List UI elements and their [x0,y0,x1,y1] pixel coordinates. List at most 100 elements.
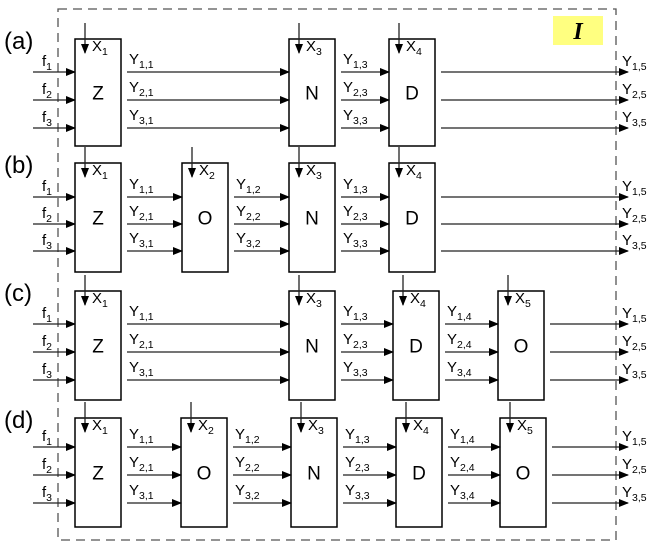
block-n: NX3 [288,23,336,147]
control-label-main: X [308,417,318,434]
signal-label-main: Y [129,79,139,96]
signal-label: Y3,2 [236,230,261,250]
signal-label-subscript: 3,1 [139,115,154,127]
signal-label-subscript: 1,2 [245,434,260,446]
signal-label: Y3,3 [343,230,368,250]
signal-label-subscript: 2,4 [460,462,475,474]
signal-label-main: Y [129,359,139,376]
signal-label-main: Y [129,331,139,348]
signal-label: Y1,3 [343,303,368,323]
block-box [74,162,122,273]
block-box [388,162,436,273]
signal-label-main: Y [345,454,355,471]
input-label-main: f [42,109,47,126]
block-z: ZX1 [74,23,122,147]
signal-label-subscript: 2,1 [139,87,154,99]
signal-label-main: Y [129,230,139,247]
control-label-subscript: 2 [209,170,215,182]
row-b: (b)f1f2f3ZX1OX2NX3DX4Y1,1Y2,1Y3,1Y1,2Y2,… [4,147,647,273]
signal-label: Y1,3 [343,51,368,71]
block-n: NX3 [288,147,336,273]
signal-label: Y3,3 [343,107,368,127]
control-label-subscript: 1 [102,425,108,437]
block-z: ZX1 [74,402,122,528]
control-label-subscript: 1 [102,298,108,310]
signal-label-main: Y [343,331,353,348]
control-label-main: X [306,162,316,179]
signal-label: Y2,3 [343,331,368,351]
output-label: Y3,5 [622,232,647,252]
signal-label-main: Y [129,51,139,68]
signal-label-subscript: 1,1 [139,434,154,446]
block-box [181,162,229,273]
signal-label-subscript: 2,3 [353,211,368,223]
output-label-subscript: 2,5 [632,213,647,225]
signal-label: Y2,3 [343,203,368,223]
output-label-main: Y [622,53,632,70]
signal-label: Y3,1 [129,230,154,250]
control-label: X1 [92,38,108,58]
control-label-subscript: 4 [416,170,422,182]
output-label-subscript: 3,5 [632,369,647,381]
signal-label-subscript: 3,1 [139,367,154,379]
input-label-subscript: 1 [46,186,52,198]
block-letter: Z [92,209,104,230]
input-label-main: f [42,53,47,70]
block-letter: N [307,464,321,485]
signal-label-main: Y [235,454,245,471]
control-label-main: X [410,290,420,307]
signal-label-subscript: 2,3 [355,462,370,474]
control-label-main: X [413,417,423,434]
control-label-subscript: 2 [208,425,214,437]
signal-label: Y1,4 [447,303,472,323]
signal-label-subscript: 2,2 [246,211,261,223]
output-label-subscript: 1,5 [632,313,647,325]
input-label-main: f [42,205,47,222]
input-label: f2 [42,333,52,353]
block-o: OX5 [497,275,545,401]
control-label-subscript: 5 [525,298,531,310]
signal-label: Y2,3 [343,79,368,99]
row-d: (d)f1f2f3ZX1OX2NX3DX4OX5Y1,1Y2,1Y3,1Y1,2… [4,402,647,528]
input-label: f1 [42,178,52,198]
signal-label: Y2,2 [236,203,261,223]
badge-background [553,16,603,45]
signal-label: Y3,4 [450,482,475,502]
block-z: ZX1 [74,147,122,273]
control-label-subscript: 4 [420,298,426,310]
block-d: DX4 [395,402,443,528]
signal-label-main: Y [450,426,460,443]
control-label: X2 [199,162,215,182]
row-a: (a)f1f2f3ZX1NX3DX4Y1,1Y2,1Y3,1Y1,3Y2,3Y3… [4,23,647,147]
signal-label-main: Y [343,203,353,220]
block-box [74,38,122,147]
signal-label-main: Y [343,107,353,124]
input-label-main: f [42,232,47,249]
input-label: f3 [42,484,52,504]
output-label-subscript: 2,5 [632,89,647,101]
block-letter: Z [92,464,104,485]
control-label-subscript: 3 [316,46,322,58]
output-label: Y2,5 [622,333,647,353]
block-box [388,38,436,147]
output-label: Y2,5 [622,81,647,101]
signal-label: Y1,2 [235,426,260,446]
output-label-main: Y [622,305,632,322]
input-label-main: f [42,305,47,322]
output-label-subscript: 1,5 [632,436,647,448]
control-label: X2 [198,417,214,437]
output-label-main: Y [622,109,632,126]
signal-label-subscript: 2,2 [245,462,260,474]
badge-label: I [572,19,584,45]
signal-label-subscript: 1,2 [246,184,261,196]
output-label: Y3,5 [622,484,647,504]
signal-label-subscript: 2,1 [139,339,154,351]
input-label-subscript: 3 [46,369,52,381]
control-label-subscript: 5 [527,425,533,437]
signal-label-subscript: 3,3 [355,490,370,502]
signal-label-main: Y [450,482,460,499]
block-letter: D [405,209,419,230]
signal-label-subscript: 3,3 [353,367,368,379]
signal-label: Y1,1 [129,303,154,323]
